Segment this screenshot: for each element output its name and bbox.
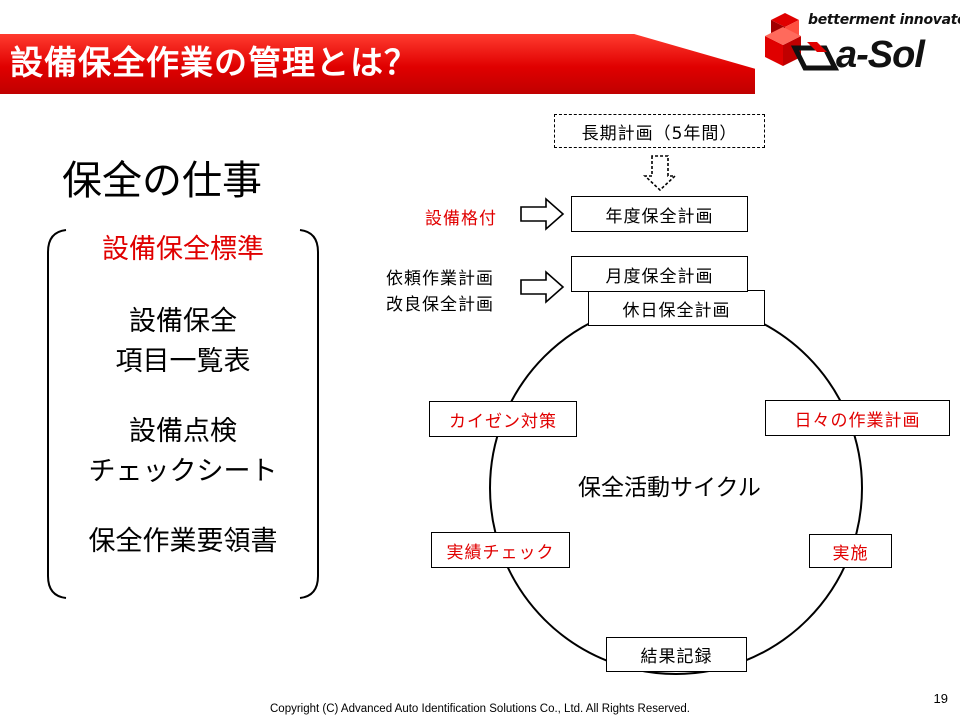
standard-item-line: 保全作業要領書 <box>88 526 278 557</box>
step-check: 実績チェック <box>431 532 570 568</box>
cycle-arrow-6 <box>535 351 553 370</box>
dashed-down-arrow-icon <box>642 155 678 192</box>
title-banner <box>0 34 755 94</box>
step-daily-plan: 日々の作業計画 <box>765 400 950 436</box>
standard-item-line: チェックシート <box>88 456 278 487</box>
standards-list: 設備保全標準設備保全項目一覧表設備点検チェックシート保全作業要領書 <box>54 230 312 592</box>
standard-item: 設備保全項目一覧表 <box>54 302 312 382</box>
cube-mark-icon <box>765 13 840 71</box>
logo-tagline: betterment innovator <box>808 12 960 28</box>
standard-item: 保全作業要領書 <box>54 522 312 562</box>
input-label-equipment-rating: 設備格付 <box>425 209 497 229</box>
page-number: 19 <box>933 691 948 706</box>
standard-item-line: 項目一覧表 <box>115 346 251 377</box>
long-term-plan-box: 長期計画（5年間） <box>554 114 765 148</box>
monthly-plan-box: 月度保全計画 <box>571 256 748 292</box>
step-kaizen: カイゼン対策 <box>429 401 577 437</box>
step-execute: 実施 <box>809 534 892 568</box>
input-label-improvement: 改良保全計画 <box>386 295 494 315</box>
copyright-footer: Copyright (C) Advanced Auto Identificati… <box>270 703 690 715</box>
standard-item: 設備点検チェックシート <box>54 412 312 492</box>
standard-item-line: 設備点検 <box>129 416 237 447</box>
slide-title: 設備保全作業の管理とは？ <box>10 43 418 82</box>
cycle-arrow-3 <box>790 606 808 624</box>
holiday-plan-box: 休日保全計画 <box>588 290 765 326</box>
cycle-arrow-5 <box>491 468 492 492</box>
input-arrow-monthly-icon <box>520 270 565 304</box>
section-heading: 保全の仕事 <box>62 158 262 204</box>
input-label-request-work: 依頼作業計画 <box>386 269 494 289</box>
input-arrow-annual-icon <box>520 197 565 231</box>
standard-item-line: 設備保全標準 <box>102 234 264 265</box>
cycle-arrow-1 <box>796 346 815 365</box>
list-brackets <box>47 229 319 599</box>
logo-name: a-Sol <box>836 34 925 76</box>
cycle-arrow-2 <box>860 470 861 494</box>
standard-item-line: 設備保全 <box>129 306 237 337</box>
cycle-arrow-4 <box>543 612 562 632</box>
annual-plan-box: 年度保全計画 <box>571 196 748 232</box>
step-record: 結果記録 <box>606 637 747 672</box>
company-logo <box>765 13 840 71</box>
cycle-label: 保全活動サイクル <box>578 475 761 501</box>
standard-item: 設備保全標準 <box>54 230 312 270</box>
